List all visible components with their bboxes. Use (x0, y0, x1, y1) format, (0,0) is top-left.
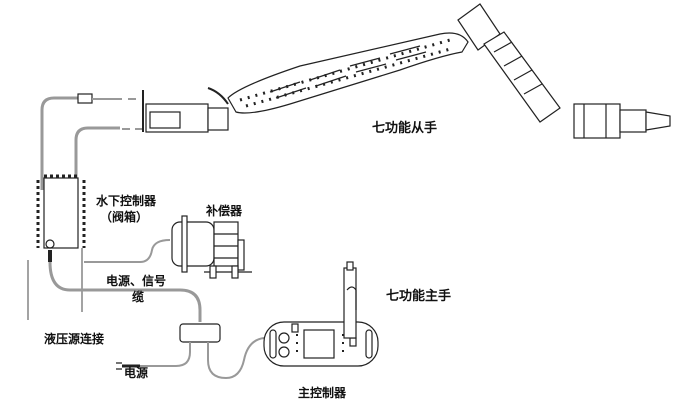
hydraulic-hose-lower (74, 126, 145, 190)
slave-arm-boom (227, 32, 469, 114)
power-plug (116, 362, 140, 370)
compensator (171, 215, 252, 279)
slave-arm-label: 七功能从手 (372, 121, 438, 136)
master-controller-label: 主控制器 (298, 386, 347, 400)
hydraulic-connection-label: 液压源连接 (44, 332, 105, 346)
hydraulic-hose-upper (40, 93, 140, 190)
valve-box-label: （阀箱） (100, 210, 149, 224)
hydraulic-lead (27, 248, 83, 320)
underwater-controller-valve-box (36, 174, 86, 249)
junction-box (140, 323, 265, 380)
compensator-hose (84, 239, 171, 263)
power-signal-cable (48, 261, 202, 322)
slave-arm-forearm (457, 3, 561, 123)
power-signal-cable-label-cont: 缆 (132, 290, 145, 304)
power-signal-cable-label: 电源、信号 (106, 274, 167, 288)
compensator-label: 补偿器 (206, 204, 243, 218)
master-arm (343, 261, 357, 339)
slave-arm-gripper (573, 103, 671, 139)
master-arm-label: 七功能主手 (386, 289, 452, 304)
master-controller (263, 321, 379, 367)
slave-arm-base (142, 87, 229, 133)
underwater-controller-label: 水下控制器 (96, 194, 157, 208)
power-source-label: 电源 (124, 366, 149, 380)
